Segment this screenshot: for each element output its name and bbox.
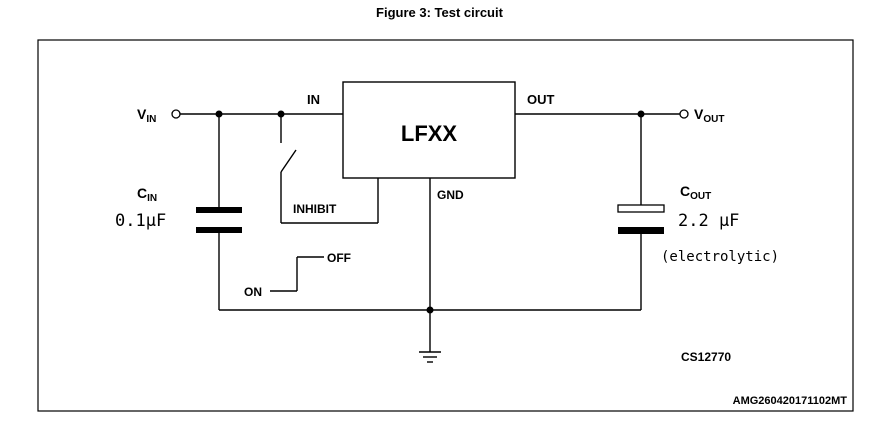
pin-gnd-label: GND bbox=[437, 188, 464, 202]
switch-off-label: OFF bbox=[327, 251, 351, 265]
pin-inhibit-label: INHIBIT bbox=[293, 202, 337, 216]
pin-in-label: IN bbox=[307, 92, 320, 107]
figure-frame bbox=[37, 39, 854, 412]
figure-caption: Figure 3: Test circuit bbox=[376, 5, 503, 20]
vout-label: VOUT bbox=[694, 106, 724, 125]
vin-label: VIN bbox=[137, 106, 156, 125]
cin-plate-top bbox=[196, 207, 242, 213]
vout-terminal bbox=[679, 109, 689, 119]
switch-on-label: ON bbox=[244, 285, 262, 299]
document-id: AMG260420171102MT bbox=[733, 395, 848, 407]
ground-node bbox=[426, 306, 434, 314]
cout-plate-bottom bbox=[618, 227, 664, 234]
cin-label: CIN bbox=[137, 185, 157, 204]
cout-plate-top bbox=[617, 204, 665, 213]
regulator-name: LFXX bbox=[401, 121, 458, 146]
pin-out-label: OUT bbox=[527, 92, 555, 107]
switch-blade bbox=[280, 149, 297, 173]
circuit-code: CS12770 bbox=[681, 350, 731, 364]
vin-terminal bbox=[171, 109, 181, 119]
cin-plate-bottom bbox=[196, 227, 242, 233]
cout-value: 2.2 μF bbox=[678, 211, 739, 231]
cout-label: COUT bbox=[680, 183, 711, 202]
regulator-box bbox=[342, 81, 516, 179]
cin-value: 0.1μF bbox=[115, 211, 166, 231]
cout-note: (electrolytic) bbox=[661, 249, 779, 265]
